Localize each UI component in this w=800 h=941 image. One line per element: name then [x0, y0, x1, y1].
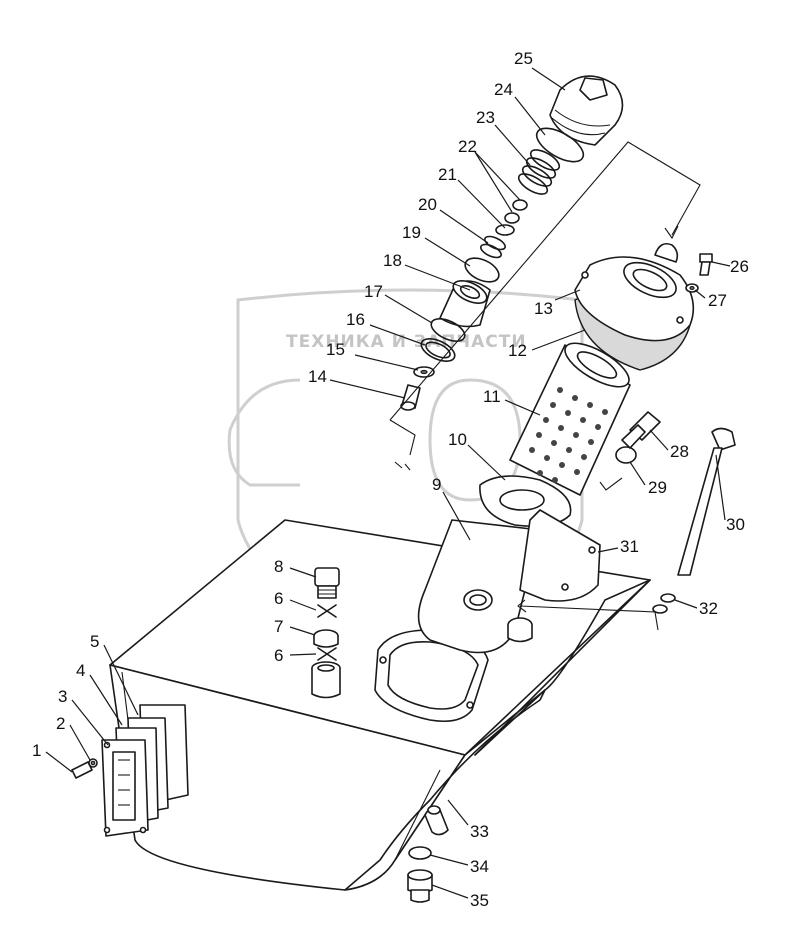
callout-11: 11 — [483, 387, 501, 406]
callout-15: 15 — [326, 340, 345, 359]
valve-cap-25 — [549, 75, 624, 146]
callout-2: 2 — [56, 714, 65, 733]
callout-8: 8 — [274, 557, 283, 576]
valve-body-18 — [439, 280, 491, 328]
o-ring-16 — [420, 338, 456, 362]
bolt-26 — [699, 253, 713, 276]
fitting-28 — [621, 411, 661, 449]
ring-21 — [495, 224, 515, 236]
drain-plug-35 — [407, 869, 433, 903]
plug-7 — [313, 629, 339, 648]
callout-30: 30 — [726, 515, 745, 534]
seal-ring-34 — [408, 846, 432, 860]
callout-6b: 6 — [274, 646, 283, 665]
callout-5: 5 — [90, 632, 99, 651]
assembly-lines — [389, 141, 701, 631]
callout-13: 13 — [534, 299, 553, 318]
filter-housing-31 — [519, 509, 601, 602]
sight-glass-assembly — [101, 704, 189, 837]
callout-29: 29 — [648, 478, 667, 497]
callout-22: 22 — [458, 137, 477, 156]
bushing-pipe — [507, 617, 533, 643]
drain-plug-8 — [314, 567, 340, 599]
filter-element-11 — [509, 342, 631, 496]
callout-24: 24 — [494, 80, 513, 99]
leader-lines — [45, 67, 731, 899]
callout-19: 19 — [402, 223, 421, 242]
callout-4: 4 — [76, 661, 85, 680]
callout-18: 18 — [383, 251, 402, 270]
callout-21: 21 — [438, 165, 457, 184]
washers-22 — [504, 199, 528, 224]
callout-35: 35 — [470, 891, 489, 910]
callout-12: 12 — [508, 341, 527, 360]
spring-20 — [480, 235, 506, 259]
bolt-1 — [71, 758, 98, 779]
callout-16: 16 — [346, 310, 365, 329]
callout-3: 3 — [58, 687, 67, 706]
filter-cover-13 — [574, 242, 695, 371]
callout-6a: 6 — [274, 589, 283, 608]
callout-labels: 1 2 3 4 5 6 6 7 8 9 10 11 12 13 14 15 16… — [32, 49, 749, 910]
washer-6a — [317, 604, 337, 618]
o-ring-29 — [615, 446, 637, 464]
watermark-text: ТЕХНИКА И ЗАПЧАСТИ — [286, 332, 527, 352]
callout-23: 23 — [476, 108, 495, 127]
o-ring-24 — [535, 127, 585, 163]
spring-23 — [517, 149, 561, 195]
washer-6b — [317, 647, 337, 661]
callout-26: 26 — [730, 257, 749, 276]
callout-9: 9 — [432, 475, 441, 494]
bushing-tank — [311, 661, 341, 699]
dipstick-30 — [677, 427, 736, 576]
filter-perforations — [529, 387, 608, 483]
callout-32: 32 — [699, 599, 718, 618]
callout-1: 1 — [32, 741, 41, 760]
callout-33: 33 — [470, 822, 489, 841]
callout-34: 34 — [470, 857, 489, 876]
callout-10: 10 — [448, 430, 467, 449]
callout-14: 14 — [308, 367, 327, 386]
callout-20: 20 — [418, 195, 437, 214]
callout-25: 25 — [514, 49, 533, 68]
callout-17: 17 — [364, 282, 383, 301]
callout-27: 27 — [708, 291, 727, 310]
callout-31: 31 — [620, 537, 639, 556]
o-ring-19 — [464, 257, 500, 283]
callout-28: 28 — [670, 442, 689, 461]
callout-7: 7 — [274, 617, 283, 636]
bushing-33 — [424, 805, 449, 836]
tank-flange-plate — [374, 629, 489, 723]
gasket-10 — [479, 475, 572, 528]
o-rings-32 — [652, 593, 676, 614]
